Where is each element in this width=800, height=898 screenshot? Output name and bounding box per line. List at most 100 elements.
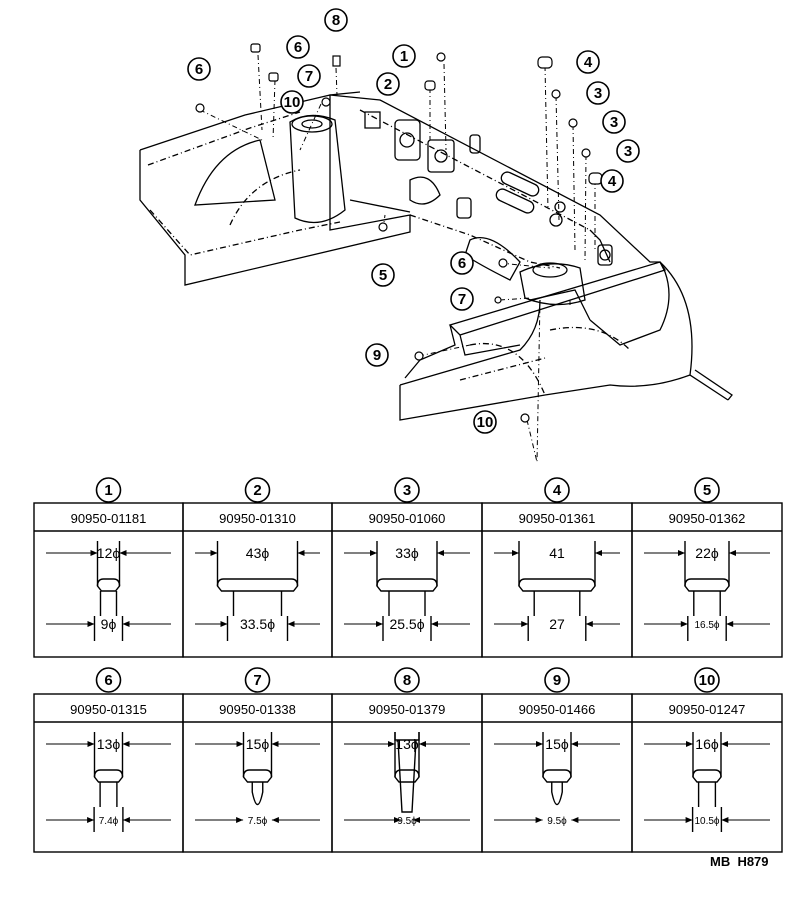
callout-4: 4 <box>600 169 624 193</box>
part-code: 90950-01361 <box>519 511 596 526</box>
clip-profile-icon <box>518 541 596 641</box>
callout-2: 2 <box>376 72 400 96</box>
part-number-5-icon: 5 <box>694 477 720 503</box>
part-code: 90950-01379 <box>369 702 446 717</box>
top-dimension: 15ϕ <box>246 736 270 752</box>
top-dimension: 13ϕ <box>97 736 121 752</box>
callout-6: 6 <box>187 57 211 81</box>
clip-profile-icon <box>376 541 438 641</box>
callout-8: 8 <box>324 8 348 32</box>
svg-text:1: 1 <box>400 48 408 65</box>
svg-text:1: 1 <box>104 482 112 499</box>
callout-10: 10 <box>473 410 497 434</box>
bottom-dimension: 7.5ϕ <box>248 816 268 827</box>
callout-9: 9 <box>365 343 389 367</box>
svg-text:3: 3 <box>594 85 602 102</box>
bottom-dimension: 27 <box>549 616 565 632</box>
figure-reference: MB H879 <box>710 854 769 869</box>
svg-text:7: 7 <box>305 68 313 85</box>
parts-table: 1 90950-01181 12ϕ 9ϕ 2 90950-01310 43ϕ 33.5ϕ 3 90… <box>33 477 783 853</box>
right-strut-tower <box>519 263 586 306</box>
part-number-4-icon: 4 <box>544 477 570 503</box>
part-cell-6: 6 90950-01315 13ϕ 7.4ϕ <box>33 667 184 853</box>
clip-profile-icon <box>242 732 273 806</box>
left-apron-outline <box>139 91 411 286</box>
part-code: 90950-01060 <box>369 511 446 526</box>
callout-1: 1 <box>392 44 416 68</box>
part-code: 90950-01338 <box>219 702 296 717</box>
svg-text:6: 6 <box>195 61 203 78</box>
bottom-dimension: 9.5ϕ <box>397 816 417 827</box>
left-apron-rail-inner <box>147 111 301 166</box>
part-code: 90950-01181 <box>71 511 147 526</box>
svg-text:8: 8 <box>332 12 340 29</box>
part-cell-8: 8 90950-01379 13ϕ 9.5ϕ <box>331 667 483 853</box>
svg-text:5: 5 <box>703 482 711 499</box>
callout-6: 6 <box>286 35 310 59</box>
leader-lines <box>199 54 596 463</box>
svg-text:4: 4 <box>584 54 593 71</box>
svg-text:6: 6 <box>458 255 466 272</box>
clip-markers <box>195 43 603 423</box>
bottom-dimension: 7.4ϕ <box>99 816 119 827</box>
top-dimension: 33ϕ <box>395 545 419 561</box>
callout-7: 7 <box>450 287 474 311</box>
top-dimension: 15ϕ <box>545 736 569 752</box>
top-dimension: 16ϕ <box>695 736 719 752</box>
clip-profile-icon <box>542 732 572 806</box>
svg-text:7: 7 <box>458 291 466 308</box>
svg-text:5: 5 <box>379 267 387 284</box>
part-number-10-icon: 10 <box>694 667 720 693</box>
part-code: 90950-01315 <box>70 702 147 717</box>
bottom-dimension: 10.5ϕ <box>694 816 719 827</box>
top-dimension: 13ϕ <box>395 736 419 752</box>
callout-3: 3 <box>616 139 640 163</box>
callout-6: 6 <box>450 251 474 275</box>
top-dimension: 41 <box>549 545 565 561</box>
bottom-dimension: 33.5ϕ <box>240 616 275 632</box>
part-number-2-icon: 2 <box>244 477 271 503</box>
left-apron-bottom-edge <box>149 209 341 256</box>
callout-4: 4 <box>576 50 600 74</box>
bottom-dimension: 9ϕ <box>101 616 117 632</box>
svg-text:10: 10 <box>477 414 494 431</box>
top-dimension: 43ϕ <box>246 545 270 561</box>
clip-profile-icon <box>93 541 124 641</box>
clip-profile-icon <box>216 541 299 641</box>
svg-text:9: 9 <box>373 347 381 364</box>
svg-text:3: 3 <box>610 114 618 131</box>
svg-text:3: 3 <box>624 143 632 160</box>
right-apron-face <box>659 261 729 401</box>
svg-text:4: 4 <box>608 173 617 190</box>
svg-text:4: 4 <box>553 482 562 499</box>
callout-3: 3 <box>602 110 626 134</box>
clip-profile-icon <box>394 732 420 813</box>
bottom-dimension: 16.5ϕ <box>694 620 719 631</box>
svg-text:7: 7 <box>253 672 261 689</box>
part-code: 90950-01466 <box>519 702 596 717</box>
part-cell-7: 7 90950-01338 15ϕ 7.5ϕ <box>182 667 333 853</box>
part-number-3-icon: 3 <box>394 477 420 503</box>
dash-panel <box>329 94 660 263</box>
part-number-1-icon: 1 <box>95 477 122 503</box>
right-apron-upper <box>448 261 666 336</box>
svg-text:6: 6 <box>104 672 112 689</box>
top-dimension: 22ϕ <box>695 545 719 561</box>
left-wheelhouse <box>194 139 276 206</box>
part-number-7-icon: 7 <box>244 667 271 693</box>
svg-text:2: 2 <box>384 76 392 93</box>
svg-text:10: 10 <box>284 94 301 111</box>
svg-text:2: 2 <box>253 482 261 499</box>
part-cell-1: 1 90950-01181 12ϕ 9ϕ <box>33 477 184 658</box>
part-cell-10: 10 90950-01247 16ϕ 10.5ϕ <box>631 667 783 853</box>
part-code: 90950-01310 <box>219 511 296 526</box>
part-code: 90950-01247 <box>669 702 746 717</box>
top-dimension: 12ϕ <box>97 545 121 561</box>
body-panel-drawing <box>139 91 733 421</box>
svg-text:6: 6 <box>294 39 302 56</box>
part-number-8-icon: 8 <box>394 667 420 693</box>
